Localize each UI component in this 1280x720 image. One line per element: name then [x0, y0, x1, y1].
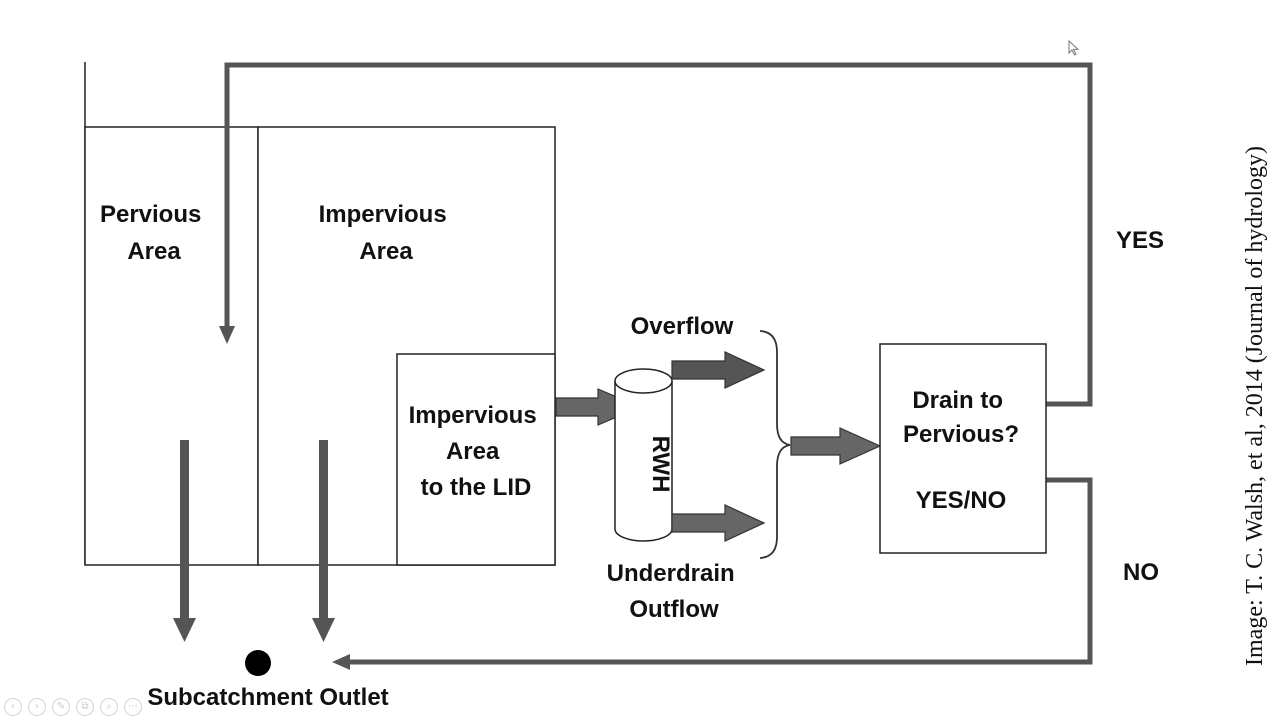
decision-label-2: Pervious?: [903, 421, 1019, 448]
yes-label: YES: [1116, 227, 1164, 254]
pervious-area-box: [84, 126, 259, 566]
impervious-lid-label-3: to the LID: [421, 474, 532, 501]
impervious-area-label-2: Area: [359, 238, 413, 265]
decision-options-label: YES/NO: [916, 487, 1007, 514]
decision-box: [879, 343, 1047, 554]
rwh-label: RWH: [647, 436, 674, 493]
overflow-label: Overflow: [631, 313, 734, 340]
outlet-dot: [245, 650, 271, 676]
impervious-down-arrow: [312, 440, 335, 642]
more-icon[interactable]: ⋯: [124, 698, 142, 716]
impervious-lid-box: [396, 353, 556, 566]
rwh-cylinder: [614, 368, 673, 542]
underdrain-arrow: [671, 504, 766, 542]
zoom-icon[interactable]: ⌕: [100, 698, 118, 716]
svg-text:Underdrain Outflow: Underdrain Outflow: [607, 560, 742, 623]
impervious-lid-label-1: Impervious: [409, 402, 537, 429]
svg-text:Impervious Area to the: Impervious Area to the LID: [409, 402, 544, 501]
image-caption: Image: T. C. Walsh, et al, 2014 (Journal…: [1242, 146, 1268, 666]
no-label: NO: [1123, 559, 1159, 586]
next-icon[interactable]: ›: [28, 698, 46, 716]
pervious-down-arrow: [173, 440, 196, 642]
merge-brace: [759, 330, 791, 559]
svg-text:Drain to Pervious?: Drain to Pervious?: [903, 387, 1019, 448]
impervious-lid-label-2: Area: [446, 438, 500, 465]
pervious-area-label-1: Pervious: [100, 201, 201, 228]
impervious-area-label-1: Impervious: [319, 201, 447, 228]
prev-icon[interactable]: ‹: [4, 698, 22, 716]
underdrain-label-1: Underdrain: [607, 560, 735, 587]
svg-text:Impervious Area: Impervious Area: [319, 201, 454, 265]
pen-icon[interactable]: ✎: [52, 698, 70, 716]
underdrain-label-2: Outflow: [629, 596, 719, 623]
yes-feedback-arrowhead: [219, 326, 235, 344]
slide-toolbar: ‹ › ✎ ⧉ ⌕ ⋯: [4, 698, 142, 718]
pervious-area-label-2: Area: [127, 238, 181, 265]
decision-label-1: Drain to: [912, 387, 1003, 414]
yes-feedback-line: [224, 62, 1093, 407]
svg-text:Pervious Area: Pervious Area: [100, 201, 208, 265]
overflow-arrow: [671, 351, 766, 389]
copy-icon[interactable]: ⧉: [76, 698, 94, 716]
no-return-arrowhead: [332, 654, 350, 670]
outlet-label: Subcatchment Outlet: [147, 684, 388, 711]
mouse-cursor-icon: [1068, 40, 1080, 56]
brace-to-decision-arrow: [790, 427, 882, 465]
no-return-line: [348, 477, 1093, 665]
